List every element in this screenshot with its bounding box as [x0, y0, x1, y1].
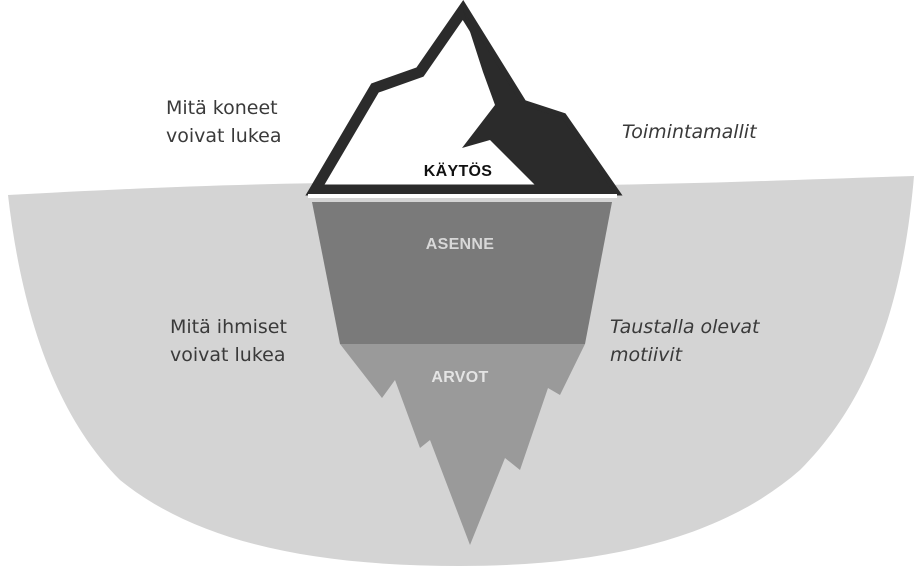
background-motives-line-2: motiivit [610, 341, 759, 369]
attitude-layer-label: ASENNE [426, 236, 494, 254]
humans-read-line-2: voivat lukea [170, 341, 287, 369]
machines-read-line-2: voivat lukea [166, 122, 282, 150]
humans-read-line-1: Mitä ihmiset [170, 313, 287, 341]
action-models-label: Toimintamallit [622, 118, 757, 146]
machines-read-label: Mitä koneet voivat lukea [166, 94, 282, 150]
attitude-band [312, 202, 612, 344]
background-motives-line-1: Taustalla olevat [610, 313, 759, 341]
machines-read-line-1: Mitä koneet [166, 94, 282, 122]
humans-read-label: Mitä ihmiset voivat lukea [170, 313, 287, 369]
background-motives-label: Taustalla olevat motiivit [610, 313, 759, 369]
behavior-layer-label: KÄYTÖS [424, 163, 492, 181]
action-models-line-1: Toimintamallit [622, 118, 757, 146]
values-layer-label: ARVOT [431, 369, 488, 387]
